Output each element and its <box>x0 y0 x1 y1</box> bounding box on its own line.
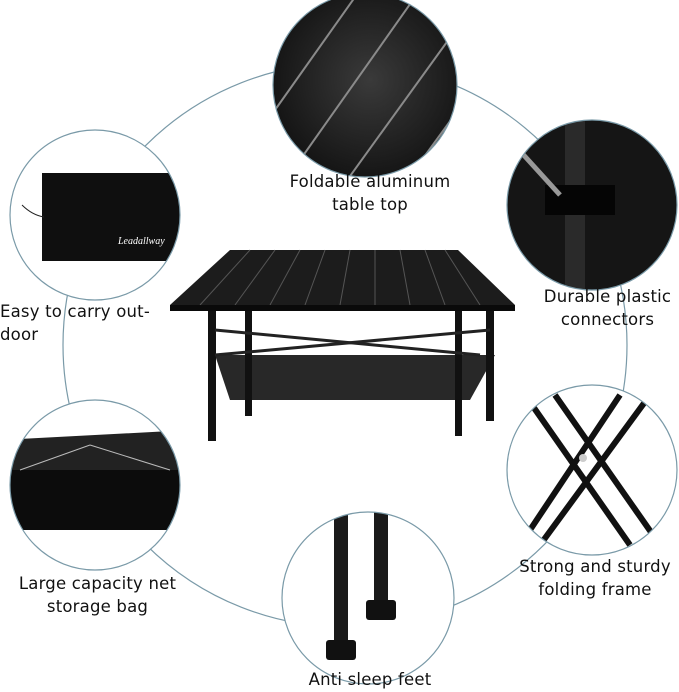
label-carry: Easy to carry out- door <box>0 300 170 346</box>
label-line: Large capacity net <box>18 574 177 593</box>
carry-bag-photo: Leadallway <box>10 130 180 300</box>
frame-photo <box>507 385 677 555</box>
label-line: Easy to carry out- <box>0 302 150 321</box>
table-top-closeup <box>273 0 457 177</box>
label-line: Foldable aluminum <box>289 172 451 191</box>
folding-table-product <box>170 249 515 441</box>
label-frame: Strong and sturdy folding frame <box>505 555 679 601</box>
connector-photo <box>507 120 677 290</box>
label-line: Durable plastic <box>543 287 672 306</box>
label-line: table top <box>332 195 408 214</box>
label-line: Anti sleep feet <box>308 670 432 689</box>
label-net-bag: Large capacity net storage bag <box>0 572 195 618</box>
label-line: Strong and sturdy <box>519 557 671 576</box>
brand-logo: Leadallway <box>117 236 165 247</box>
feet-photo <box>282 512 454 684</box>
net-bag-photo <box>10 400 180 570</box>
label-table-top: Foldable aluminum table top <box>255 170 485 216</box>
label-line: door <box>0 325 39 344</box>
label-line: connectors <box>560 310 655 329</box>
label-connectors: Durable plastic connectors <box>520 285 679 331</box>
label-line: folding frame <box>538 580 652 599</box>
label-feet: Anti sleep feet <box>280 668 460 691</box>
label-line: storage bag <box>46 597 149 616</box>
